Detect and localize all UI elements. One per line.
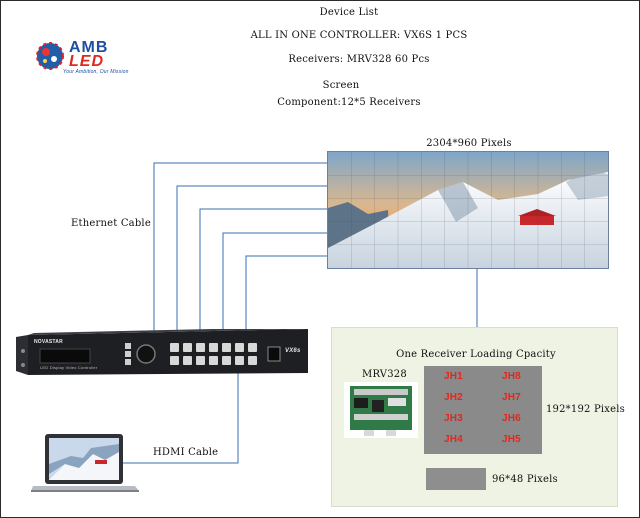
receiver-port-label: JH5	[502, 434, 521, 445]
controller-spec: ALL IN ONE CONTROLLER: VX6S 1 PCS	[250, 30, 468, 41]
led-screen-panel	[327, 151, 609, 269]
screen-image	[328, 152, 608, 268]
hdmi-cable-label: HDMI Cable	[153, 447, 219, 458]
ethernet-line	[153, 162, 327, 339]
ethernet-line	[176, 185, 327, 339]
ethernet-cable-label: Ethernet Cable	[71, 218, 151, 229]
hdmi-line	[121, 369, 239, 464]
receiver-port-label: JH3	[444, 413, 463, 424]
vx6s-controller: NOVASTAR LED Display Video Controller VX…	[16, 329, 313, 375]
globe-icon	[36, 42, 64, 70]
receiver-port-label: JH6	[502, 413, 521, 424]
controller-caption: LED Display Video Controller	[40, 365, 98, 370]
receiver-port-label: JH2	[444, 392, 463, 403]
module-block	[426, 468, 486, 490]
receiver-port-label: JH8	[502, 371, 521, 382]
logo: AMB LED Your Ambition, Our Mission	[35, 39, 159, 77]
receiver-port-label: JH7	[502, 392, 521, 403]
receiver-area-pixels: 192*192 Pixels	[546, 404, 625, 415]
screen-resolution: 2304*960 Pixels	[426, 138, 512, 149]
receivers-spec: Receivers: MRV328 60 Pcs	[288, 54, 430, 65]
receiver-port-label: JH4	[444, 434, 463, 445]
logo-slogan: Your Ambition, Our Mission	[63, 69, 129, 75]
receiver-card-model: MRV328	[362, 369, 407, 380]
receiver-port-label: JH1	[444, 371, 463, 382]
controller-model: VX6s	[285, 348, 301, 354]
component-spec: Component:12*5 Receivers	[277, 97, 421, 108]
module-pixels: 96*48 Pixels	[492, 474, 558, 485]
ethernet-line	[245, 255, 327, 339]
ethernet-line	[222, 232, 327, 339]
receiver-card-image	[344, 382, 418, 438]
ethernet-line	[199, 208, 327, 339]
receiver-capacity-title: One Receiver Loading Cpacity	[396, 349, 556, 360]
controller-brand: NOVASTAR	[34, 339, 63, 345]
logo-brand-bottom: LED	[69, 53, 104, 70]
device-list-title: Device List	[319, 7, 379, 18]
screen-heading: Screen	[322, 80, 360, 91]
logo-brand-top: AMB	[69, 39, 109, 56]
laptop	[31, 434, 139, 492]
